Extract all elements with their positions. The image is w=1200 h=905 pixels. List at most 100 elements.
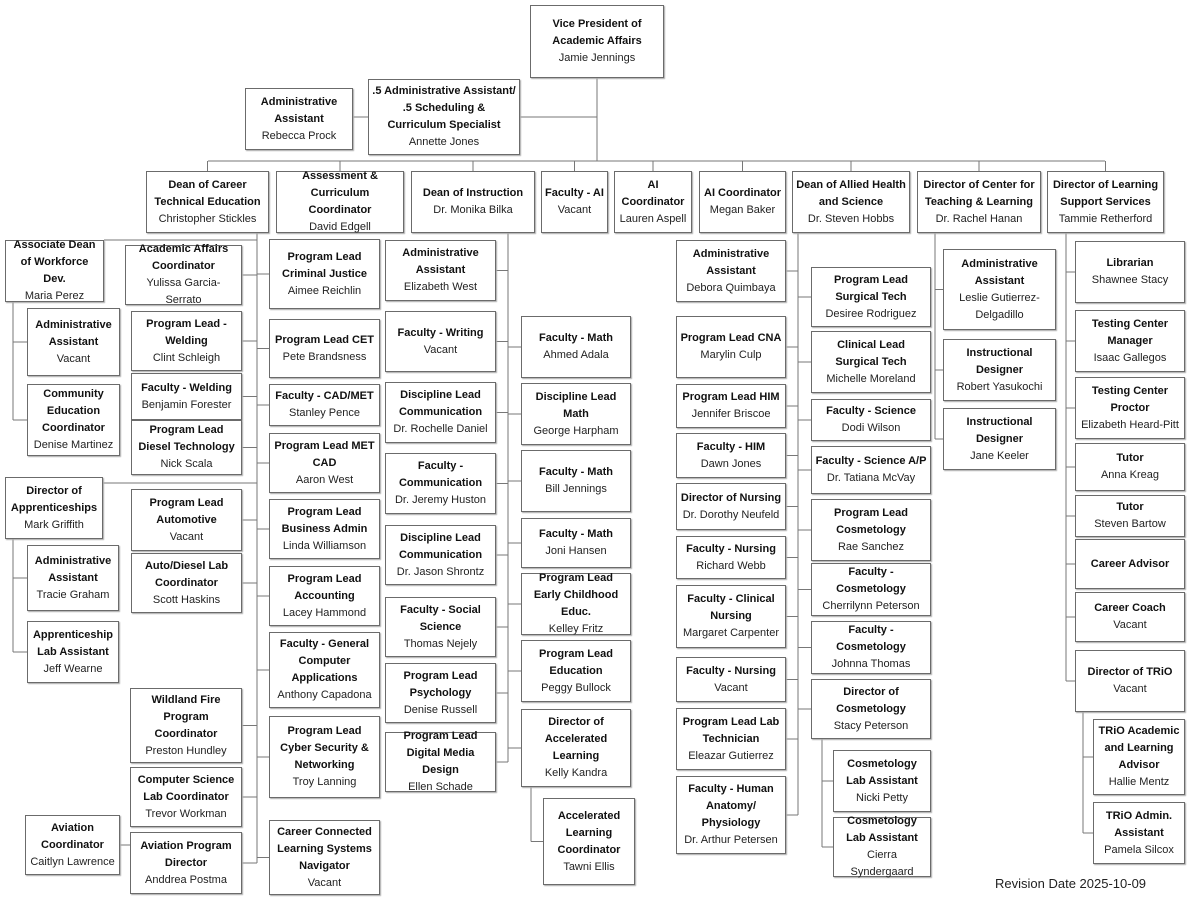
person-name: Stacy Peterson — [833, 719, 909, 732]
person-name: Linda Williamson — [282, 539, 367, 552]
position-box-sched[interactable]: .5 Administrative Assistant/ .5 Scheduli… — [368, 79, 520, 155]
position-title: Career Coach — [1094, 602, 1166, 614]
person-name: Richard Webb — [696, 559, 766, 572]
revision-date: Revision Date 2025-10-09 — [995, 876, 1147, 891]
position-box-dir-ctl[interactable]: Director of Center for Teaching & Learni… — [917, 171, 1041, 233]
position-title: Faculty - Clinical Nursing — [687, 593, 775, 622]
position-title: Program Lead Early Childhood Educ. — [533, 572, 619, 618]
position-title: Faculty - Communication — [398, 460, 483, 489]
position-title: Program Lead Education — [539, 647, 613, 677]
position-title: Administrative Assistant — [260, 95, 338, 125]
position-box-ccls[interactable]: Career Connected Learning Systems Naviga… — [269, 820, 380, 895]
position-title: Faculty - AI — [545, 187, 604, 199]
position-box-pl-cyber[interactable]: Program Lead Cyber Security & Networking… — [269, 716, 380, 798]
position-title: Program Lead HIM — [682, 391, 780, 403]
position-title: Program Lead MET CAD — [274, 439, 375, 469]
person-name: Dr. Rachel Hanan — [935, 212, 1023, 225]
position-box-pl-ece[interactable]: Program Lead Early Childhood Educ.Kelley… — [521, 572, 631, 635]
position-box-assoc[interactable]: Associate Dean of Workforce Dev.Maria Pe… — [5, 239, 104, 302]
position-box-car-adv[interactable]: Career Advisor — [1075, 539, 1185, 589]
